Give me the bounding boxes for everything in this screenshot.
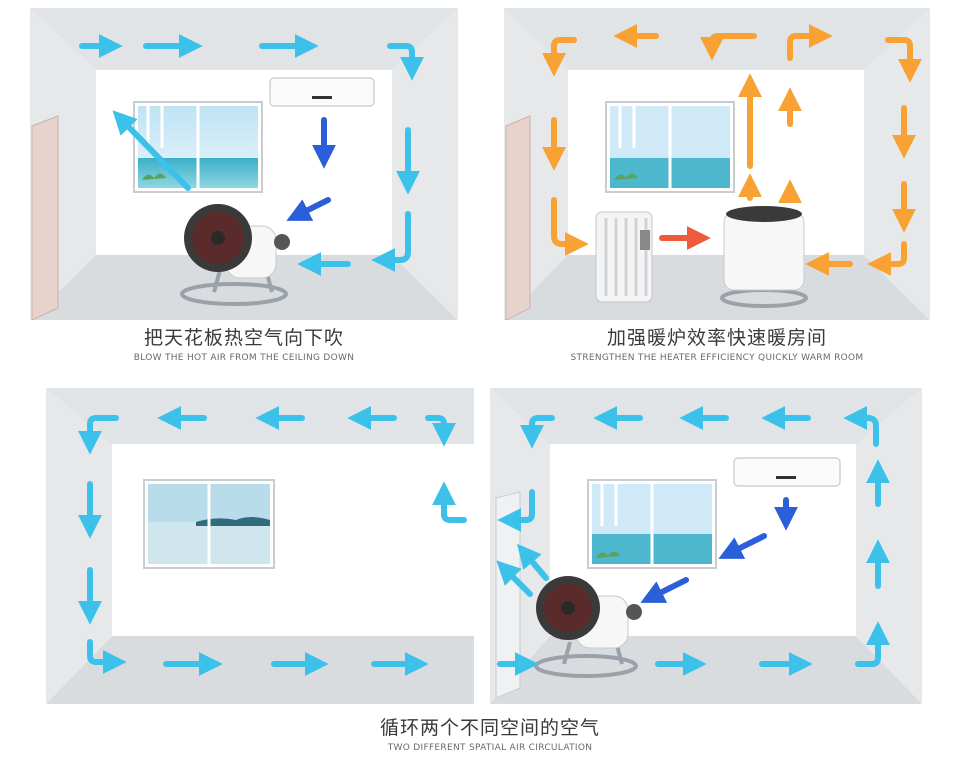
panel-ceiling-air-down (30, 8, 458, 320)
window-icon (605, 101, 735, 193)
panel-1-caption: 把天花板热空气向下吹 BLOW THE HOT AIR FROM THE CEI… (30, 326, 458, 364)
arrow-icon (496, 406, 890, 676)
panel-two-rooms-right (490, 388, 922, 704)
caption-en: BLOW THE HOT AIR FROM THE CEILING DOWN (133, 353, 355, 363)
window-icon (587, 479, 717, 569)
caption-cn: 循环两个不同空间的空气 (379, 717, 600, 739)
panel-3-caption: 循环两个不同空间的空气 TWO DIFFERENT SPATIAL AIR CI… (250, 716, 730, 754)
arrow-icon (542, 24, 922, 276)
fan-icon (180, 204, 290, 306)
arrow-icon (78, 406, 467, 676)
panel-two-rooms-left (46, 388, 474, 704)
panel-heater-boost (504, 8, 930, 320)
caption-cn: 加强暖炉效率快速暖房间 (606, 327, 827, 349)
caption-en: TWO DIFFERENT SPATIAL AIR CIRCULATION (387, 743, 593, 753)
oil-heater-icon (595, 211, 653, 303)
fan-icon (534, 576, 642, 678)
window-icon (143, 479, 275, 569)
air-conditioner-icon (269, 77, 375, 107)
arrow-icon (79, 34, 424, 276)
door-icon (495, 491, 521, 699)
air-conditioner-icon (733, 457, 841, 487)
caption-cn: 把天花板热空气向下吹 (143, 327, 344, 349)
window-icon (133, 101, 263, 193)
panel-2-caption: 加强暖炉效率快速暖房间 STRENGTHEN THE HEATER EFFICI… (504, 326, 930, 364)
door-icon (31, 115, 59, 320)
door-icon (505, 115, 531, 320)
caption-en: STRENGTHEN THE HEATER EFFICIENCY QUICKLY… (570, 353, 864, 363)
fan-icon (720, 206, 808, 308)
